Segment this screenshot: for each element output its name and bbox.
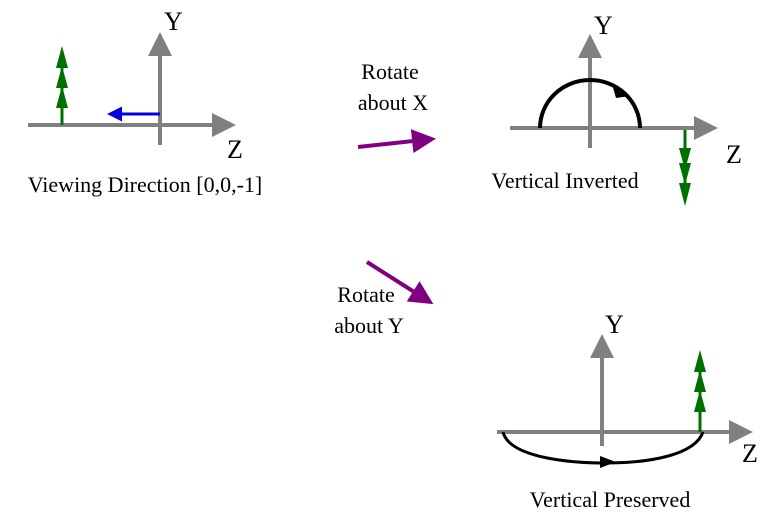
rotate-y-label-1: Rotate [337, 282, 394, 307]
caption-rotate-x: Vertical Inverted [491, 168, 638, 193]
panel-rotate-y: Y Z Vertical Preserved [497, 310, 758, 512]
transition-rotate-y: Rotate about Y [334, 260, 434, 338]
panel-rotate-x: Y Z Vertical Inverted [491, 11, 742, 206]
rotate-y-arrow [365, 260, 434, 305]
rotate-x-label-1: Rotate [361, 59, 418, 84]
panel-original: Y Z Viewing Direction [0,0,-1] [28, 7, 263, 197]
z-axis-label: Z [227, 135, 243, 164]
preserved-up-vector-arrow [694, 350, 706, 432]
y-axis-label: Y [164, 7, 183, 36]
rotate-y-label-2: about Y [334, 313, 404, 338]
y-axis-label: Y [605, 310, 624, 339]
y-axis-label: Y [594, 11, 613, 40]
caption-rotate-y: Vertical Preserved [530, 487, 691, 512]
rotate-x-label-2: about X [358, 90, 428, 115]
z-axis-label: Z [726, 140, 742, 169]
caption-original: Viewing Direction [0,0,-1] [28, 172, 263, 197]
transition-rotate-x: Rotate about X [357, 59, 436, 154]
up-vector-arrow [56, 46, 68, 125]
rotation-arc [501, 431, 705, 468]
rotate-x-arrow [357, 129, 436, 154]
inverted-up-vector-arrow [679, 130, 691, 206]
rotation-arc [538, 78, 642, 129]
z-axis-label: Z [742, 439, 758, 468]
